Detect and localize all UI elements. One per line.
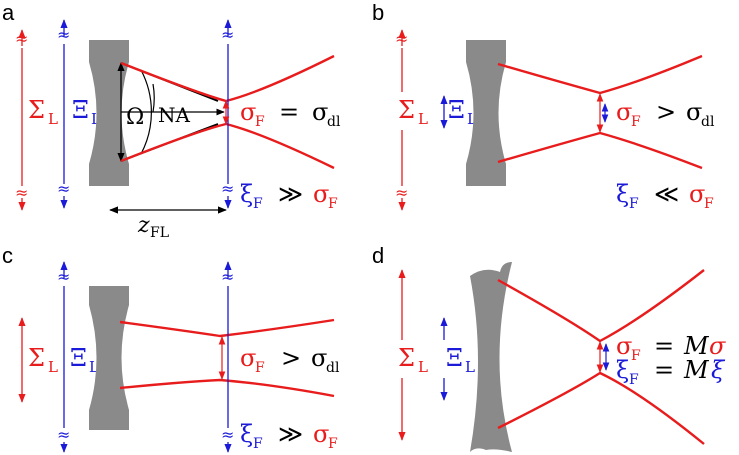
- panel-b-sigma-dl-sub: dl: [701, 114, 715, 130]
- panel-a-sigma-L-sub: L: [48, 110, 58, 128]
- panel-c-sigma-F-sub: F: [255, 360, 265, 376]
- panel-d-xi-rhs: ξ: [711, 356, 726, 384]
- panel-d-sigma-eq: =: [654, 332, 674, 360]
- panel-d-lens: [470, 262, 512, 452]
- panel-c-sigma-dl-sub: dl: [326, 360, 340, 376]
- panel-b-break-bottom: ≈: [395, 183, 408, 202]
- panel-c-sigma-L: Σ: [28, 344, 45, 372]
- panel-a-break-bottom-red: ≈: [15, 183, 28, 202]
- panel-a-omega: Ω: [126, 105, 144, 130]
- panel-b-break-top: ≈: [395, 29, 408, 48]
- panel-d-xi-L-sub: L: [465, 358, 475, 376]
- panel-d-beam-lower: [497, 371, 705, 445]
- panel-b-sigma-L-sub: L: [418, 110, 428, 128]
- panel-b-beam-lower: [497, 131, 703, 170]
- panel-b-relation: >: [656, 98, 676, 126]
- panel-d-xi-L: Ξ: [446, 344, 463, 372]
- panel-a-break-focal-top: ≈: [221, 25, 234, 44]
- panel-b-xi-rhs: σ: [689, 180, 705, 208]
- panel-b-lens: [466, 40, 506, 186]
- panel-a-na: NA: [158, 103, 191, 127]
- panel-a-letter: a: [2, 0, 15, 25]
- panel-a-xi-F: ξ: [240, 180, 253, 208]
- panel-d-sigma-F: σ: [616, 332, 632, 360]
- panel-a-sigma-F-sub: F: [255, 114, 265, 130]
- panel-a-break-top-red: ≈: [15, 29, 28, 48]
- panel-d-letter: d: [372, 243, 384, 268]
- panel-d-sigma-L-sub: L: [418, 358, 428, 376]
- panel-a-xi-L-sub: L: [91, 110, 101, 128]
- panel-c-beam-lower: [119, 378, 335, 398]
- panel-a-xi-rhs-sub: F: [328, 196, 338, 212]
- panel-c-xi-F: ξ: [240, 420, 253, 448]
- panel-b-xi-L-sub: L: [467, 110, 477, 128]
- panel-d-xi-F: ξ: [616, 356, 629, 384]
- panel-d-sigma-rhs: σ: [709, 332, 726, 360]
- panel-c-break-focal-top: ≈: [221, 267, 234, 286]
- panel-b-xi-L: Ξ: [448, 96, 465, 124]
- panel-b-beam-upper: [497, 54, 703, 95]
- panel-d-xi-eq: =: [654, 356, 674, 384]
- panel-a-sigma-L: Σ: [28, 96, 45, 124]
- panel-c-break-focal-bottom: ≈: [221, 425, 234, 444]
- panel-b-xi-relation: ≪: [654, 180, 679, 208]
- panel-b-xi-F: ξ: [616, 180, 629, 208]
- panel-a-break-top-blue: ≈: [57, 25, 70, 44]
- panel-c-letter: c: [2, 243, 13, 268]
- panel-a-sigma-dl: σ: [312, 98, 328, 126]
- panel-c-xi-F-sub: F: [253, 436, 263, 452]
- panel-c-sigma-L-sub: L: [48, 358, 58, 376]
- panel-a-sigma-F: σ: [240, 98, 256, 126]
- panel-b-sigma-F: σ: [616, 98, 632, 126]
- panel-a-sigma-dl-sub: dl: [327, 114, 341, 130]
- panel-d-sigma-F-sub: F: [631, 348, 641, 364]
- panel-c-break-bottom: ≈: [57, 425, 70, 444]
- panel-d-sigma-L: Σ: [398, 344, 415, 372]
- panel-a-break-focal-bottom: ≈: [221, 179, 234, 198]
- panel-b-sigma-dl: σ: [686, 98, 702, 126]
- panel-d: d Σ L Ξ L σ F = M σ ξ F = M ξ: [372, 243, 726, 452]
- panel-b-letter: b: [372, 0, 384, 25]
- panel-c-beam-upper: [119, 318, 335, 338]
- panel-c-lens: [89, 286, 129, 430]
- panel-b-sigma-L: Σ: [398, 96, 415, 124]
- panel-c-xi-rhs: σ: [313, 420, 329, 448]
- panel-c-relation: >: [281, 344, 301, 372]
- panel-c-xi-rhs-sub: F: [328, 436, 338, 452]
- panel-c-break-top: ≈: [57, 267, 70, 286]
- panel-a-break-bottom-blue: ≈: [57, 179, 70, 198]
- panel-c-xi-L-sub: L: [89, 358, 99, 376]
- panel-a-xi-L: Ξ: [72, 96, 89, 124]
- panel-c-xi-relation: ≫: [278, 420, 303, 448]
- panel-d-sigma-M: M: [683, 332, 710, 360]
- panel-b-sigma-F-sub: F: [631, 114, 641, 130]
- panel-a-xi-rhs: σ: [313, 180, 329, 208]
- panel-c-sigma-F: σ: [240, 344, 256, 372]
- panel-d-xi-F-sub: F: [629, 372, 639, 388]
- panel-c: c Σ L ≈ ≈ Ξ L ≈ ≈ σ F > σ dl ξ F ≫ σ F: [2, 243, 340, 453]
- panel-d-beam-upper: [497, 269, 705, 343]
- panel-a-relation: =: [279, 98, 299, 126]
- panel-a-z-sub: FL: [150, 225, 169, 241]
- panel-a-xi-F-sub: F: [253, 196, 263, 212]
- panel-b: b ≈ ≈ Σ L Ξ L σ F > σ dl ξ F ≪ σ F: [372, 0, 715, 212]
- panel-d-xi-M: M: [683, 356, 710, 384]
- panel-c-xi-L: Ξ: [70, 344, 87, 372]
- panel-c-sigma-dl: σ: [311, 344, 327, 372]
- panel-a-xi-relation: ≫: [278, 180, 303, 208]
- panel-b-xi-rhs-sub: F: [704, 196, 714, 212]
- panel-a-z: z: [137, 213, 150, 238]
- panel-a: a ≈ ≈ Σ L ≈ ≈ Ξ L Ω NA ≈: [2, 0, 341, 241]
- panel-b-xi-F-sub: F: [629, 196, 639, 212]
